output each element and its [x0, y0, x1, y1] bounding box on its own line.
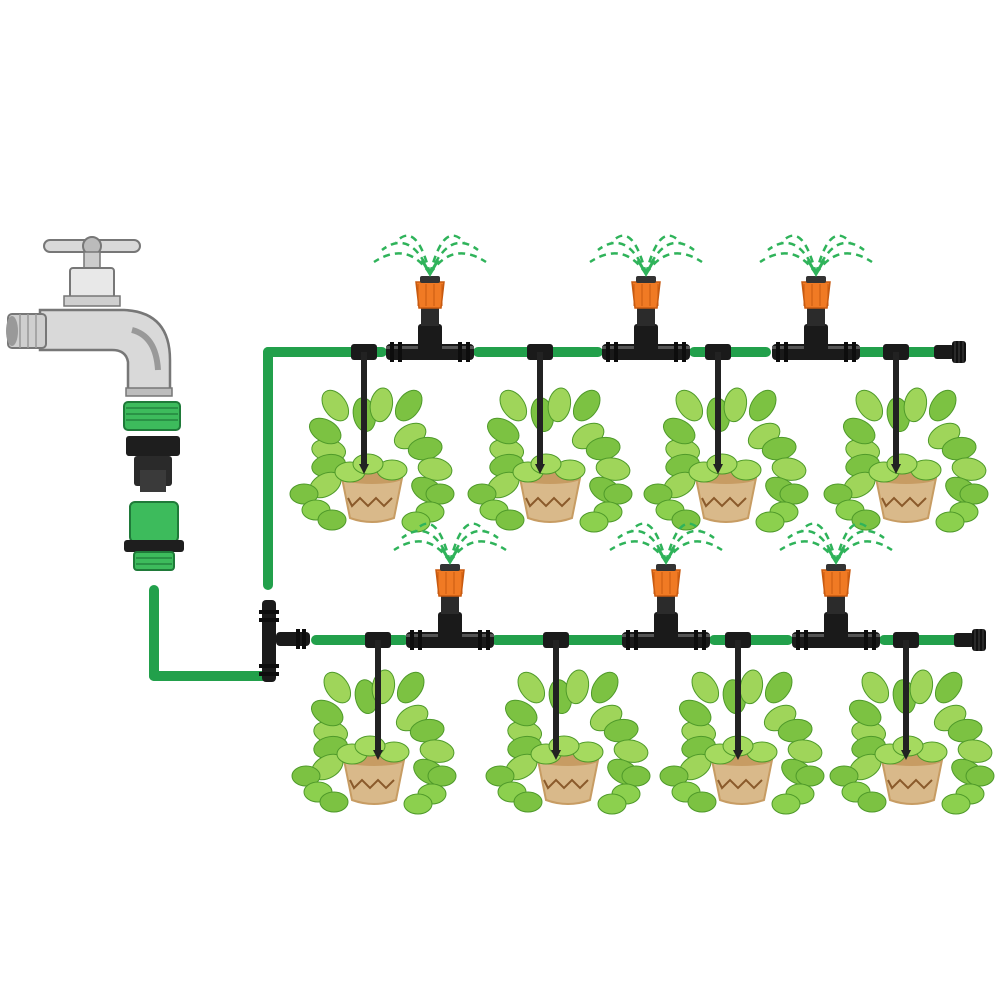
- sprinkler-nozzle-icon: [589, 234, 703, 326]
- end-plug-icon: [934, 341, 966, 363]
- drip-stake-icon: [705, 344, 731, 474]
- quick-connector-icon: [126, 436, 180, 492]
- spray-jets: [393, 522, 507, 566]
- spray-jets: [759, 234, 873, 278]
- potted-plant-icon: [643, 387, 809, 533]
- drip-stake-icon: [725, 632, 751, 760]
- fittings: [259, 234, 986, 760]
- tee-connector-icon: [792, 612, 880, 650]
- tee-connector-icon: [406, 612, 494, 650]
- spray-jets: [779, 522, 893, 566]
- spray-jets: [373, 234, 487, 278]
- tee-connector-icon: [622, 612, 710, 650]
- sprinkler-nozzle-icon: [759, 234, 873, 326]
- potted-plant-icon: [823, 387, 989, 533]
- potted-plant-icon: [289, 387, 455, 533]
- potted-plant-icon: [291, 669, 457, 815]
- hose-connector-icon: [124, 501, 184, 571]
- sprinkler-nozzle-icon: [779, 522, 893, 614]
- faucet-assembly: [6, 236, 184, 571]
- faucet-icon: [6, 236, 173, 397]
- drip-stake-icon: [351, 344, 377, 474]
- spray-jets: [609, 522, 723, 566]
- potted-plant-icon: [467, 387, 633, 533]
- sprinkler-nozzle-icon: [373, 234, 487, 326]
- sprinkler-nozzle-icon: [609, 522, 723, 614]
- tee-connector-icon: [259, 600, 310, 682]
- end-plug-icon: [954, 629, 986, 651]
- drip-stake-icon: [543, 632, 569, 760]
- drip-stake-icon: [365, 632, 391, 760]
- potted-plant-icon: [485, 669, 651, 815]
- tee-connector-icon: [772, 324, 860, 362]
- potted-plant-icon: [659, 669, 825, 815]
- spray-jets: [589, 234, 703, 278]
- threaded-adapter-icon: [123, 401, 181, 431]
- sprinkler-nozzle-icon: [393, 522, 507, 614]
- drip-stake-icon: [883, 344, 909, 474]
- drip-stake-icon: [527, 344, 553, 474]
- drip-stake-icon: [893, 632, 919, 760]
- tee-connector-icon: [602, 324, 690, 362]
- potted-plant-icon: [829, 669, 995, 815]
- tee-connector-icon: [386, 324, 474, 362]
- plants: [289, 387, 995, 815]
